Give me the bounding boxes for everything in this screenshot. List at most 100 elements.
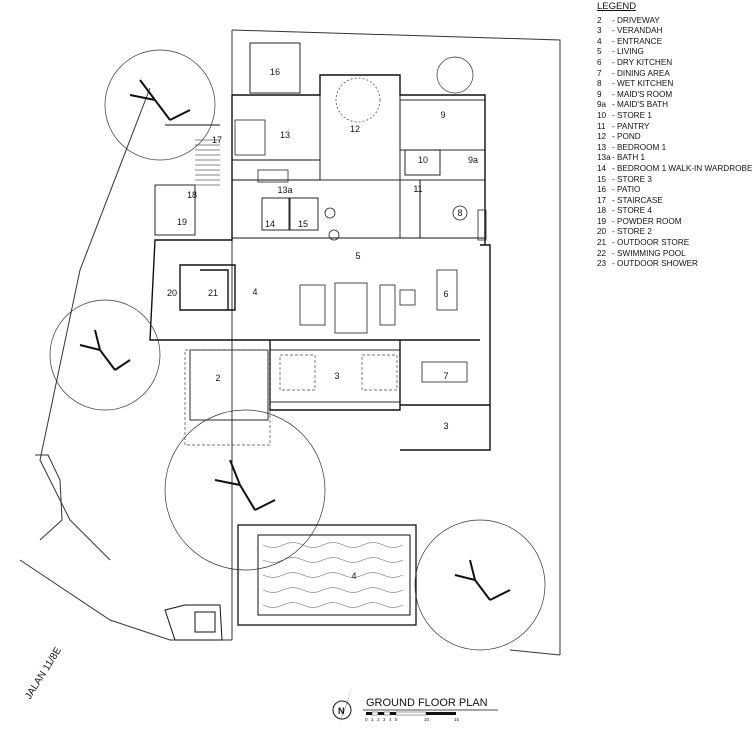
- legend-item: 10 - STORE 1: [597, 111, 747, 122]
- room-label-2: 2: [215, 373, 220, 383]
- legend-item-label: - STORE 1: [612, 110, 652, 120]
- legend-item-label: - DINING AREA: [612, 68, 670, 78]
- room-label-14: 14: [265, 219, 275, 229]
- room-label-18: 18: [187, 190, 197, 200]
- room-label-13: 13: [280, 130, 290, 140]
- legend-item-number: 16: [597, 185, 607, 195]
- legend-item: 4 - ENTRANCE: [597, 37, 747, 48]
- legend-item-number: 10: [597, 110, 607, 120]
- legend-item-label: - POWDER ROOM: [612, 216, 682, 226]
- room-label-4-pool: 4: [351, 571, 356, 581]
- room-label-20: 20: [167, 288, 177, 298]
- legend-item: 6 - DRY KITCHEN: [597, 58, 747, 69]
- legend-title: LEGEND: [597, 1, 637, 12]
- scale-tick-3: 3: [383, 717, 386, 722]
- legend-item: 19 - POWDER ROOM: [597, 217, 747, 228]
- legend-item: 14 - BEDROOM 1 WALK-IN WARDROBE: [597, 163, 752, 175]
- legend-item: 8- WET KITCHEN: [597, 79, 747, 90]
- room-label-13a: 13a: [277, 185, 292, 195]
- room-label-6: 6: [443, 289, 448, 299]
- legend-item-label: - SWIMMING POOL: [612, 248, 686, 258]
- legend-item-number: 11: [597, 121, 606, 131]
- legend-item-number: 3: [597, 26, 602, 36]
- legend-item-number: 23: [597, 259, 607, 269]
- north-arrow-icon: N: [332, 688, 352, 722]
- legend-item-number: 6: [597, 57, 602, 67]
- room-label-15: 15: [298, 219, 308, 229]
- legend-item-number: 19: [597, 216, 607, 226]
- street-name: JALAN 11/8E: [23, 645, 64, 701]
- legend-item: 3 - VERANDAH: [597, 26, 747, 37]
- room-label-5: 5: [355, 251, 360, 261]
- interior-partitions: [154, 42, 486, 421]
- legend-item-label: - BEDROOM 1 WALK-IN WARDROBE: [612, 163, 752, 173]
- legend-item: 17- STAIRCASE: [597, 196, 747, 207]
- tree-trunks: [79, 79, 511, 601]
- outdoor-shower: [164, 604, 223, 641]
- room-label-3-verandah: 3: [334, 371, 339, 381]
- scale-tick-10: 10: [424, 717, 430, 722]
- legend-item: 2- DRIVEWAY: [597, 16, 747, 27]
- legend-item-label: - BATH 1: [612, 153, 646, 163]
- scale-tick-0: 0: [365, 717, 368, 722]
- legend-item: 23- OUTDOOR SHOWER: [597, 259, 747, 270]
- legend-item-label: - WET KITCHEN: [612, 79, 674, 89]
- legend-item: 13- BEDROOM 1: [597, 143, 747, 154]
- tree-canopies: [49, 49, 546, 651]
- room-label-16: 16: [270, 67, 280, 77]
- legend-item-number: 20: [597, 227, 607, 237]
- legend-item-number: 4: [597, 36, 602, 46]
- scale-tick-4: 4: [389, 717, 392, 722]
- legend-item-number: 18: [597, 206, 607, 216]
- scale-tick-15: 15: [454, 717, 460, 722]
- legend-item: 9a - MAID'S BATH: [597, 100, 747, 111]
- legend-item-label: - STORE 4: [612, 206, 652, 216]
- legend-item-number: 21: [597, 238, 607, 248]
- legend-item-number: 9: [597, 89, 602, 99]
- room-label-7: 7: [443, 371, 448, 381]
- legend-item: 20 - STORE 2: [597, 227, 747, 238]
- legend-item: 9 - MAID'S ROOM: [597, 90, 747, 101]
- room-label-10: 10: [418, 155, 428, 165]
- legend-item-number: 13: [597, 142, 607, 152]
- legend-item-label: - STORE 3: [612, 174, 652, 184]
- room-label-8: 8: [457, 208, 462, 218]
- legend-item: 13a- BATH 1: [597, 153, 747, 164]
- scale-tick-1: 1: [371, 717, 374, 722]
- legend-item-label: - STORE 2: [612, 227, 652, 237]
- room-label-9: 9: [440, 110, 445, 120]
- room-labels: 16 13 12 9 17 10 9a 13a 11 18 19 14 15 8…: [167, 67, 478, 581]
- legend-item-number: 22: [597, 248, 607, 258]
- swimming-pool: [237, 524, 417, 626]
- pond-feature: [335, 77, 381, 123]
- scale-tick-5: 5: [395, 717, 398, 722]
- scale-bar: 0 1 2 3 4 5 10 15: [365, 711, 460, 722]
- room-label-19: 19: [177, 217, 187, 227]
- north-label: N: [338, 706, 345, 716]
- room-label-4: 4: [252, 287, 257, 297]
- legend-item: 22 - SWIMMING POOL: [597, 249, 747, 260]
- legend-item-label: - VERANDAH: [612, 26, 663, 36]
- site-boundary: [19, 29, 561, 656]
- legend-item-number: 14: [597, 163, 607, 173]
- legend-item: 21- OUTDOOR STORE: [597, 238, 747, 249]
- legend-item: 12- POND: [597, 132, 747, 143]
- legend-item-label: - DRY KITCHEN: [612, 57, 673, 67]
- legend-item-label: - STAIRCASE: [612, 195, 663, 205]
- legend-item: 11- PANTRY: [597, 122, 747, 133]
- legend-item-label: - MAID'S BATH: [612, 100, 668, 110]
- legend-item: 5- LIVING: [597, 47, 747, 58]
- room-label-3-rear: 3: [443, 421, 448, 431]
- canopy-outline: [184, 349, 398, 446]
- legend-item-number: 9a: [597, 100, 607, 110]
- room-label-12: 12: [350, 124, 360, 134]
- legend-item-number: 15: [597, 174, 607, 184]
- legend-item-label: - LIVING: [612, 47, 644, 57]
- legend-item-label: - ENTRANCE: [612, 36, 663, 46]
- legend-item-number: 2: [597, 15, 602, 25]
- legend-item-number: 12: [597, 132, 607, 142]
- room-label-17: 17: [212, 135, 222, 145]
- legend-item-label: - MAID'S ROOM: [612, 89, 673, 99]
